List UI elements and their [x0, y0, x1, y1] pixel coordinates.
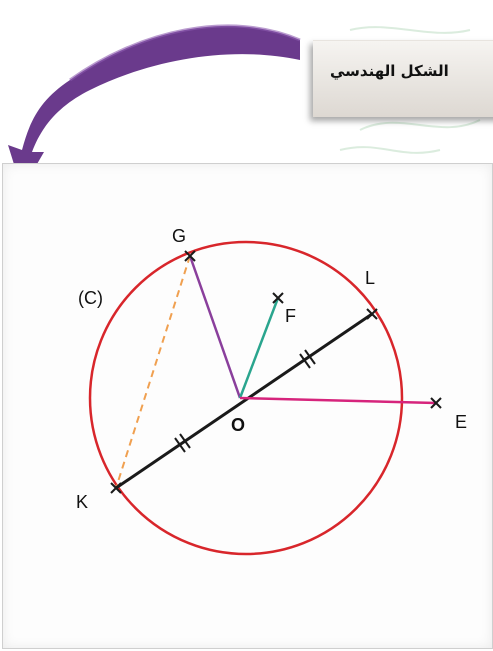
- page-title: الشكل الهندسي: [330, 62, 449, 80]
- diameter-kl: [115, 312, 373, 490]
- equal-tick-marks: [174, 349, 316, 453]
- figure-panel: [2, 163, 493, 649]
- title-box: [313, 40, 493, 117]
- label-l: L: [365, 268, 375, 288]
- segment-og: [188, 255, 242, 399]
- label-c: (C): [78, 288, 103, 308]
- purple-arrow-icon: [8, 25, 300, 190]
- circle-c: [88, 240, 404, 556]
- segment-of: [238, 297, 280, 399]
- label-g: G: [172, 226, 186, 246]
- point-e-marker: [430, 397, 442, 409]
- point-g-marker: [184, 250, 196, 262]
- label-k: K: [76, 492, 88, 512]
- label-o: O: [231, 415, 245, 435]
- point-k-marker: [110, 482, 122, 494]
- segment-oe: [239, 396, 437, 405]
- point-l-marker: [366, 308, 378, 320]
- point-f-marker: [272, 292, 284, 304]
- label-f: F: [285, 306, 296, 326]
- label-e: E: [455, 412, 467, 432]
- segment-gk: [115, 255, 191, 489]
